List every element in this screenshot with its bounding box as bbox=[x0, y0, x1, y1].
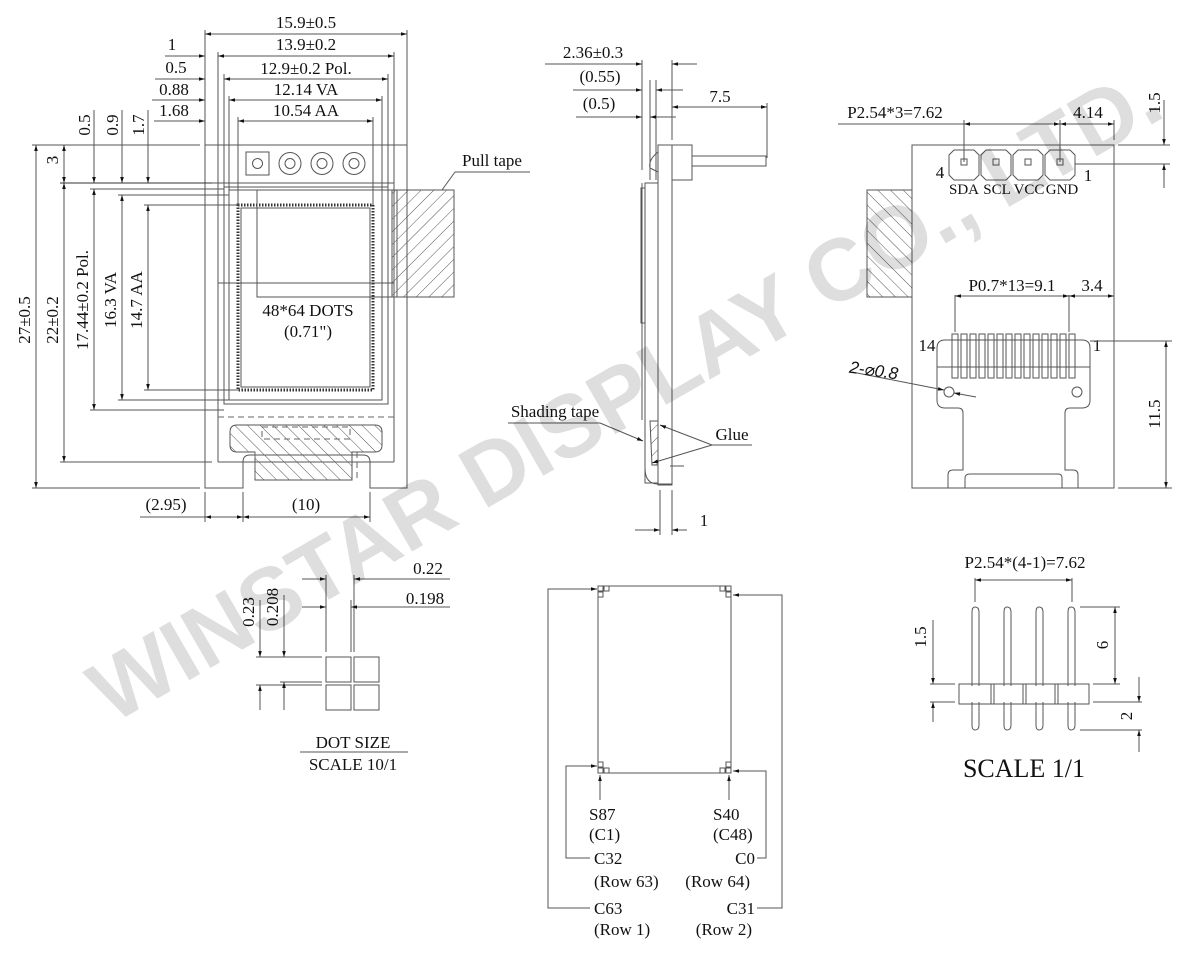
svg-text:(C1): (C1) bbox=[589, 825, 620, 844]
resolution-label: 48*64 DOTS bbox=[262, 301, 353, 320]
svg-text:1: 1 bbox=[700, 511, 709, 530]
svg-text:1.5: 1.5 bbox=[911, 626, 930, 647]
svg-text:C63: C63 bbox=[594, 899, 622, 918]
svg-text:(Row 2): (Row 2) bbox=[696, 920, 752, 939]
svg-text:(2.95): (2.95) bbox=[145, 495, 186, 514]
svg-text:2: 2 bbox=[1117, 712, 1136, 721]
svg-text:16.3 VA: 16.3 VA bbox=[101, 271, 120, 328]
svg-text:(10): (10) bbox=[292, 495, 320, 514]
height-dimensions: 27±0.5 22±0.2 3 17.44±0.2 Pol. 0.5 16.3 … bbox=[15, 110, 238, 489]
svg-text:C0: C0 bbox=[735, 849, 755, 868]
bottom-dimensions: (2.95) (10) bbox=[140, 492, 371, 522]
svg-text:14.7 AA: 14.7 AA bbox=[127, 270, 146, 328]
svg-text:1: 1 bbox=[1093, 336, 1102, 355]
rear-view: 4 1 SDA SCL VCC GND P2.54*3=7.62 4.14 1.… bbox=[838, 92, 1172, 489]
svg-text:3.4: 3.4 bbox=[1081, 276, 1103, 295]
header-pads bbox=[948, 149, 1076, 181]
svg-text:(C48): (C48) bbox=[713, 825, 753, 844]
svg-text:2.36±0.3: 2.36±0.3 bbox=[563, 43, 623, 62]
svg-text:1.7: 1.7 bbox=[129, 114, 148, 136]
svg-text:13.9±0.2: 13.9±0.2 bbox=[276, 35, 336, 54]
svg-text:7.5: 7.5 bbox=[709, 87, 730, 106]
fpc-tail bbox=[936, 339, 1091, 489]
svg-text:0.88: 0.88 bbox=[159, 80, 189, 99]
header-body bbox=[671, 144, 693, 181]
svg-text:3: 3 bbox=[43, 156, 62, 165]
svg-text:(0.5): (0.5) bbox=[583, 94, 616, 113]
rear-outline bbox=[911, 144, 1115, 489]
svg-text:0.22: 0.22 bbox=[413, 559, 443, 578]
header-pitch-label: P2.54*(4-1)=7.62 bbox=[964, 553, 1085, 572]
glass-outline bbox=[217, 182, 395, 284]
svg-text:4: 4 bbox=[936, 163, 945, 182]
header-pin bbox=[691, 155, 767, 167]
dot-size-scale: SCALE 10/1 bbox=[309, 755, 397, 774]
svg-text:10.54 AA: 10.54 AA bbox=[273, 101, 340, 120]
svg-text:S87: S87 bbox=[589, 805, 616, 824]
svg-text:0.5: 0.5 bbox=[165, 58, 186, 77]
svg-text:P2.54*3=7.62: P2.54*3=7.62 bbox=[847, 103, 943, 122]
svg-text:SCL: SCL bbox=[983, 182, 1011, 198]
svg-text:S40: S40 bbox=[713, 805, 739, 824]
fpc-bend bbox=[229, 424, 383, 481]
svg-text:1.68: 1.68 bbox=[159, 101, 189, 120]
svg-text:27±0.5: 27±0.5 bbox=[15, 296, 34, 344]
svg-text:17.44±0.2 Pol.: 17.44±0.2 Pol. bbox=[73, 250, 92, 350]
svg-text:(Row 63): (Row 63) bbox=[594, 872, 659, 891]
svg-text:(Row 1): (Row 1) bbox=[594, 920, 650, 939]
mount-hole bbox=[943, 386, 955, 398]
svg-text:12.14 VA: 12.14 VA bbox=[274, 80, 339, 99]
svg-text:11.5: 11.5 bbox=[1145, 399, 1164, 428]
svg-text:0.5: 0.5 bbox=[75, 114, 94, 135]
svg-text:GND: GND bbox=[1046, 182, 1079, 198]
polarizer-outline bbox=[223, 186, 389, 405]
active-area bbox=[236, 203, 375, 392]
svg-text:P0.7*13=9.1: P0.7*13=9.1 bbox=[968, 276, 1055, 295]
rear-pull-tape bbox=[866, 189, 913, 298]
svg-text:1: 1 bbox=[168, 35, 177, 54]
svg-text:SDA: SDA bbox=[949, 182, 979, 198]
svg-text:C32: C32 bbox=[594, 849, 622, 868]
viewing-area bbox=[228, 189, 383, 401]
shading-tape-label: Shading tape bbox=[511, 402, 599, 421]
diagonal-label: (0.71") bbox=[284, 322, 332, 341]
fpc-contacts bbox=[951, 333, 1076, 379]
mount-hole bbox=[1071, 386, 1083, 398]
svg-text:1.5: 1.5 bbox=[1145, 92, 1164, 113]
svg-text:(0.55): (0.55) bbox=[579, 67, 620, 86]
width-dimensions: 15.9±0.5 13.9±0.2 1 12.9±0.2 Pol. 0.5 12… bbox=[152, 13, 408, 205]
pin-header-detail: P2.54*(4-1)=7.62 1.5 6 bbox=[911, 553, 1142, 783]
glue-region bbox=[649, 420, 659, 466]
svg-text:12.9±0.2 Pol.: 12.9±0.2 Pol. bbox=[260, 59, 352, 78]
dot-size-detail: 0.22 0.198 0.23 0.208 DOT SIZE SCALE 10/… bbox=[239, 559, 450, 774]
svg-text:1: 1 bbox=[1084, 166, 1093, 185]
dot-size-title: DOT SIZE bbox=[316, 733, 391, 752]
hole-label: 2-⌀0.8 bbox=[847, 358, 900, 384]
header-scale-label: SCALE 1/1 bbox=[963, 754, 1085, 783]
svg-text:C31: C31 bbox=[727, 899, 755, 918]
svg-text:22±0.2: 22±0.2 bbox=[43, 296, 62, 344]
pixel-map: S87 (C1) S40 (C48) C32 (Row 63) C0 (Row … bbox=[547, 585, 783, 939]
svg-text:14: 14 bbox=[919, 336, 937, 355]
svg-text:15.9±0.5: 15.9±0.5 bbox=[276, 13, 336, 32]
side-view: 2.36±0.3 (0.55) (0.5) 7.5 Shading tape G… bbox=[508, 43, 768, 535]
svg-text:0.198: 0.198 bbox=[406, 589, 444, 608]
svg-text:0.208: 0.208 bbox=[263, 588, 282, 626]
pull-tape bbox=[391, 189, 455, 298]
pin-pads bbox=[245, 151, 366, 176]
front-view: Pull tape 15.9±0.5 13.9±0.2 1 12.9±0.2 P… bbox=[15, 13, 530, 522]
svg-text:4.14: 4.14 bbox=[1073, 103, 1103, 122]
pull-tape-label: Pull tape bbox=[462, 151, 522, 170]
svg-text:0.23: 0.23 bbox=[239, 597, 258, 627]
svg-text:VCC: VCC bbox=[1014, 182, 1045, 198]
pixel-area bbox=[597, 585, 732, 774]
svg-text:0.9: 0.9 bbox=[103, 114, 122, 135]
header-pins bbox=[958, 606, 1090, 731]
svg-text:6: 6 bbox=[1093, 641, 1112, 650]
svg-text:(Row 64): (Row 64) bbox=[685, 872, 750, 891]
glue-label: Glue bbox=[715, 425, 748, 444]
